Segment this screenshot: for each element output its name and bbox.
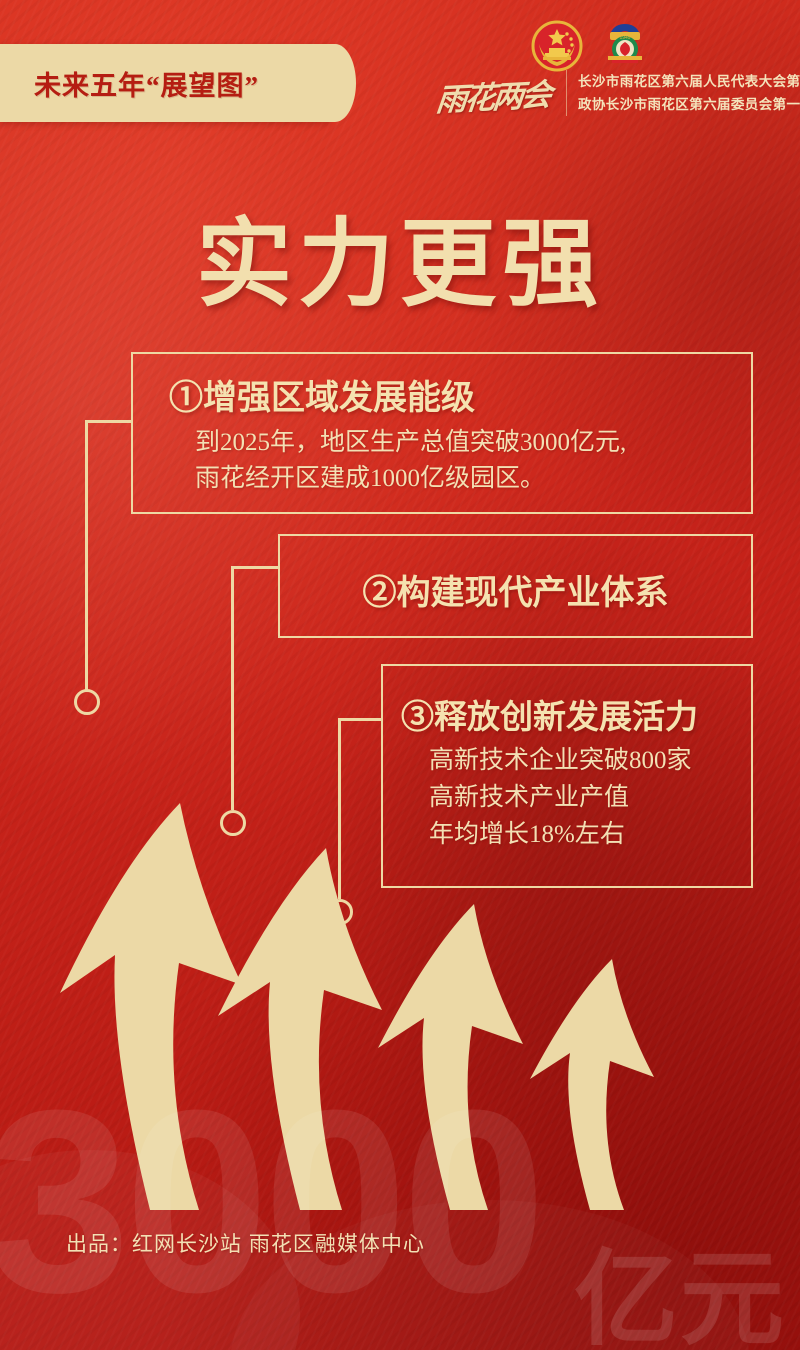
goal-card-3-body-line-3: 年均增长18%左右 xyxy=(429,821,625,848)
calligraphy-logo: 雨花两会 xyxy=(428,68,558,120)
goal-card-2-heading: ②构建现代产业体系 xyxy=(362,575,669,612)
calligraphy-text: 雨花两会 xyxy=(434,76,551,118)
goal-card-3-body: 高新技术企业突破800家 高新技术产业产值 年均增长18%左右 xyxy=(429,742,751,853)
goal-card-1: ①增强区域发展能级 到2025年，地区生产总值突破3000亿元, 雨花经开区建成… xyxy=(131,352,753,514)
arrow-2 xyxy=(218,848,382,1210)
credit-line: 出品：红网长沙站 雨花区融媒体中心 xyxy=(66,1233,425,1256)
watermark-unit: 亿元 xyxy=(573,1242,786,1350)
page-title: 实力更强 xyxy=(196,211,604,318)
goal-card-3-body-line-1: 高新技术企业突破800家 xyxy=(429,747,692,774)
goal-card-1-body: 到2025年，地区生产总值突破3000亿元, 雨花经开区建成1000亿级园区。 xyxy=(195,425,751,497)
cppcc-emblem-icon: 1949 xyxy=(599,20,651,72)
goal-card-1-body-line-1: 到2025年，地区生产总值突破3000亿元, xyxy=(195,429,627,456)
goal-card-3: ③释放创新发展活力 高新技术企业突破800家 高新技术产业产值 年均增长18%左… xyxy=(381,664,753,888)
meeting-titles: 长沙市雨花区第六届人民代表大会第一次会议 政协长沙市雨花区第六届委员会第一次会议 xyxy=(578,70,800,116)
rising-arrows-graphic xyxy=(60,803,654,1210)
goal-card-1-heading: ①增强区域发展能级 xyxy=(169,380,475,417)
goal-card-1-body-line-2: 雨花经开区建成1000亿级园区。 xyxy=(195,465,546,492)
connector-1-horizontal xyxy=(85,420,133,423)
meeting-title-line-2: 政协长沙市雨花区第六届委员会第一次会议 xyxy=(578,97,800,112)
connector-3-vertical xyxy=(338,718,341,899)
header-banner: 未来五年“展望图” xyxy=(0,44,356,122)
decorative-circle-right xyxy=(230,1200,750,1350)
arrow-3 xyxy=(378,904,523,1210)
connector-1-node xyxy=(74,689,100,715)
banner-label: 未来五年“展望图” xyxy=(34,70,259,101)
connector-2-horizontal xyxy=(231,566,280,569)
goal-card-3-body-line-2: 高新技术产业产值 xyxy=(429,784,630,811)
meeting-title-line-1: 长沙市雨花区第六届人民代表大会第一次会议 xyxy=(578,74,800,89)
goal-card-2: ②构建现代产业体系 xyxy=(278,534,753,638)
connector-3-horizontal xyxy=(338,718,383,721)
svg-text:1949: 1949 xyxy=(619,35,630,41)
connector-2-node xyxy=(220,810,246,836)
arrow-4 xyxy=(530,959,654,1210)
connector-2-vertical xyxy=(231,566,234,810)
header-divider xyxy=(566,70,567,116)
arrow-1 xyxy=(60,803,242,1210)
goal-card-3-heading: ③释放创新发展活力 xyxy=(401,700,698,736)
emblem-group: 1949 xyxy=(531,20,651,72)
national-emblem-icon xyxy=(531,20,583,72)
connector-1-vertical xyxy=(85,420,88,690)
